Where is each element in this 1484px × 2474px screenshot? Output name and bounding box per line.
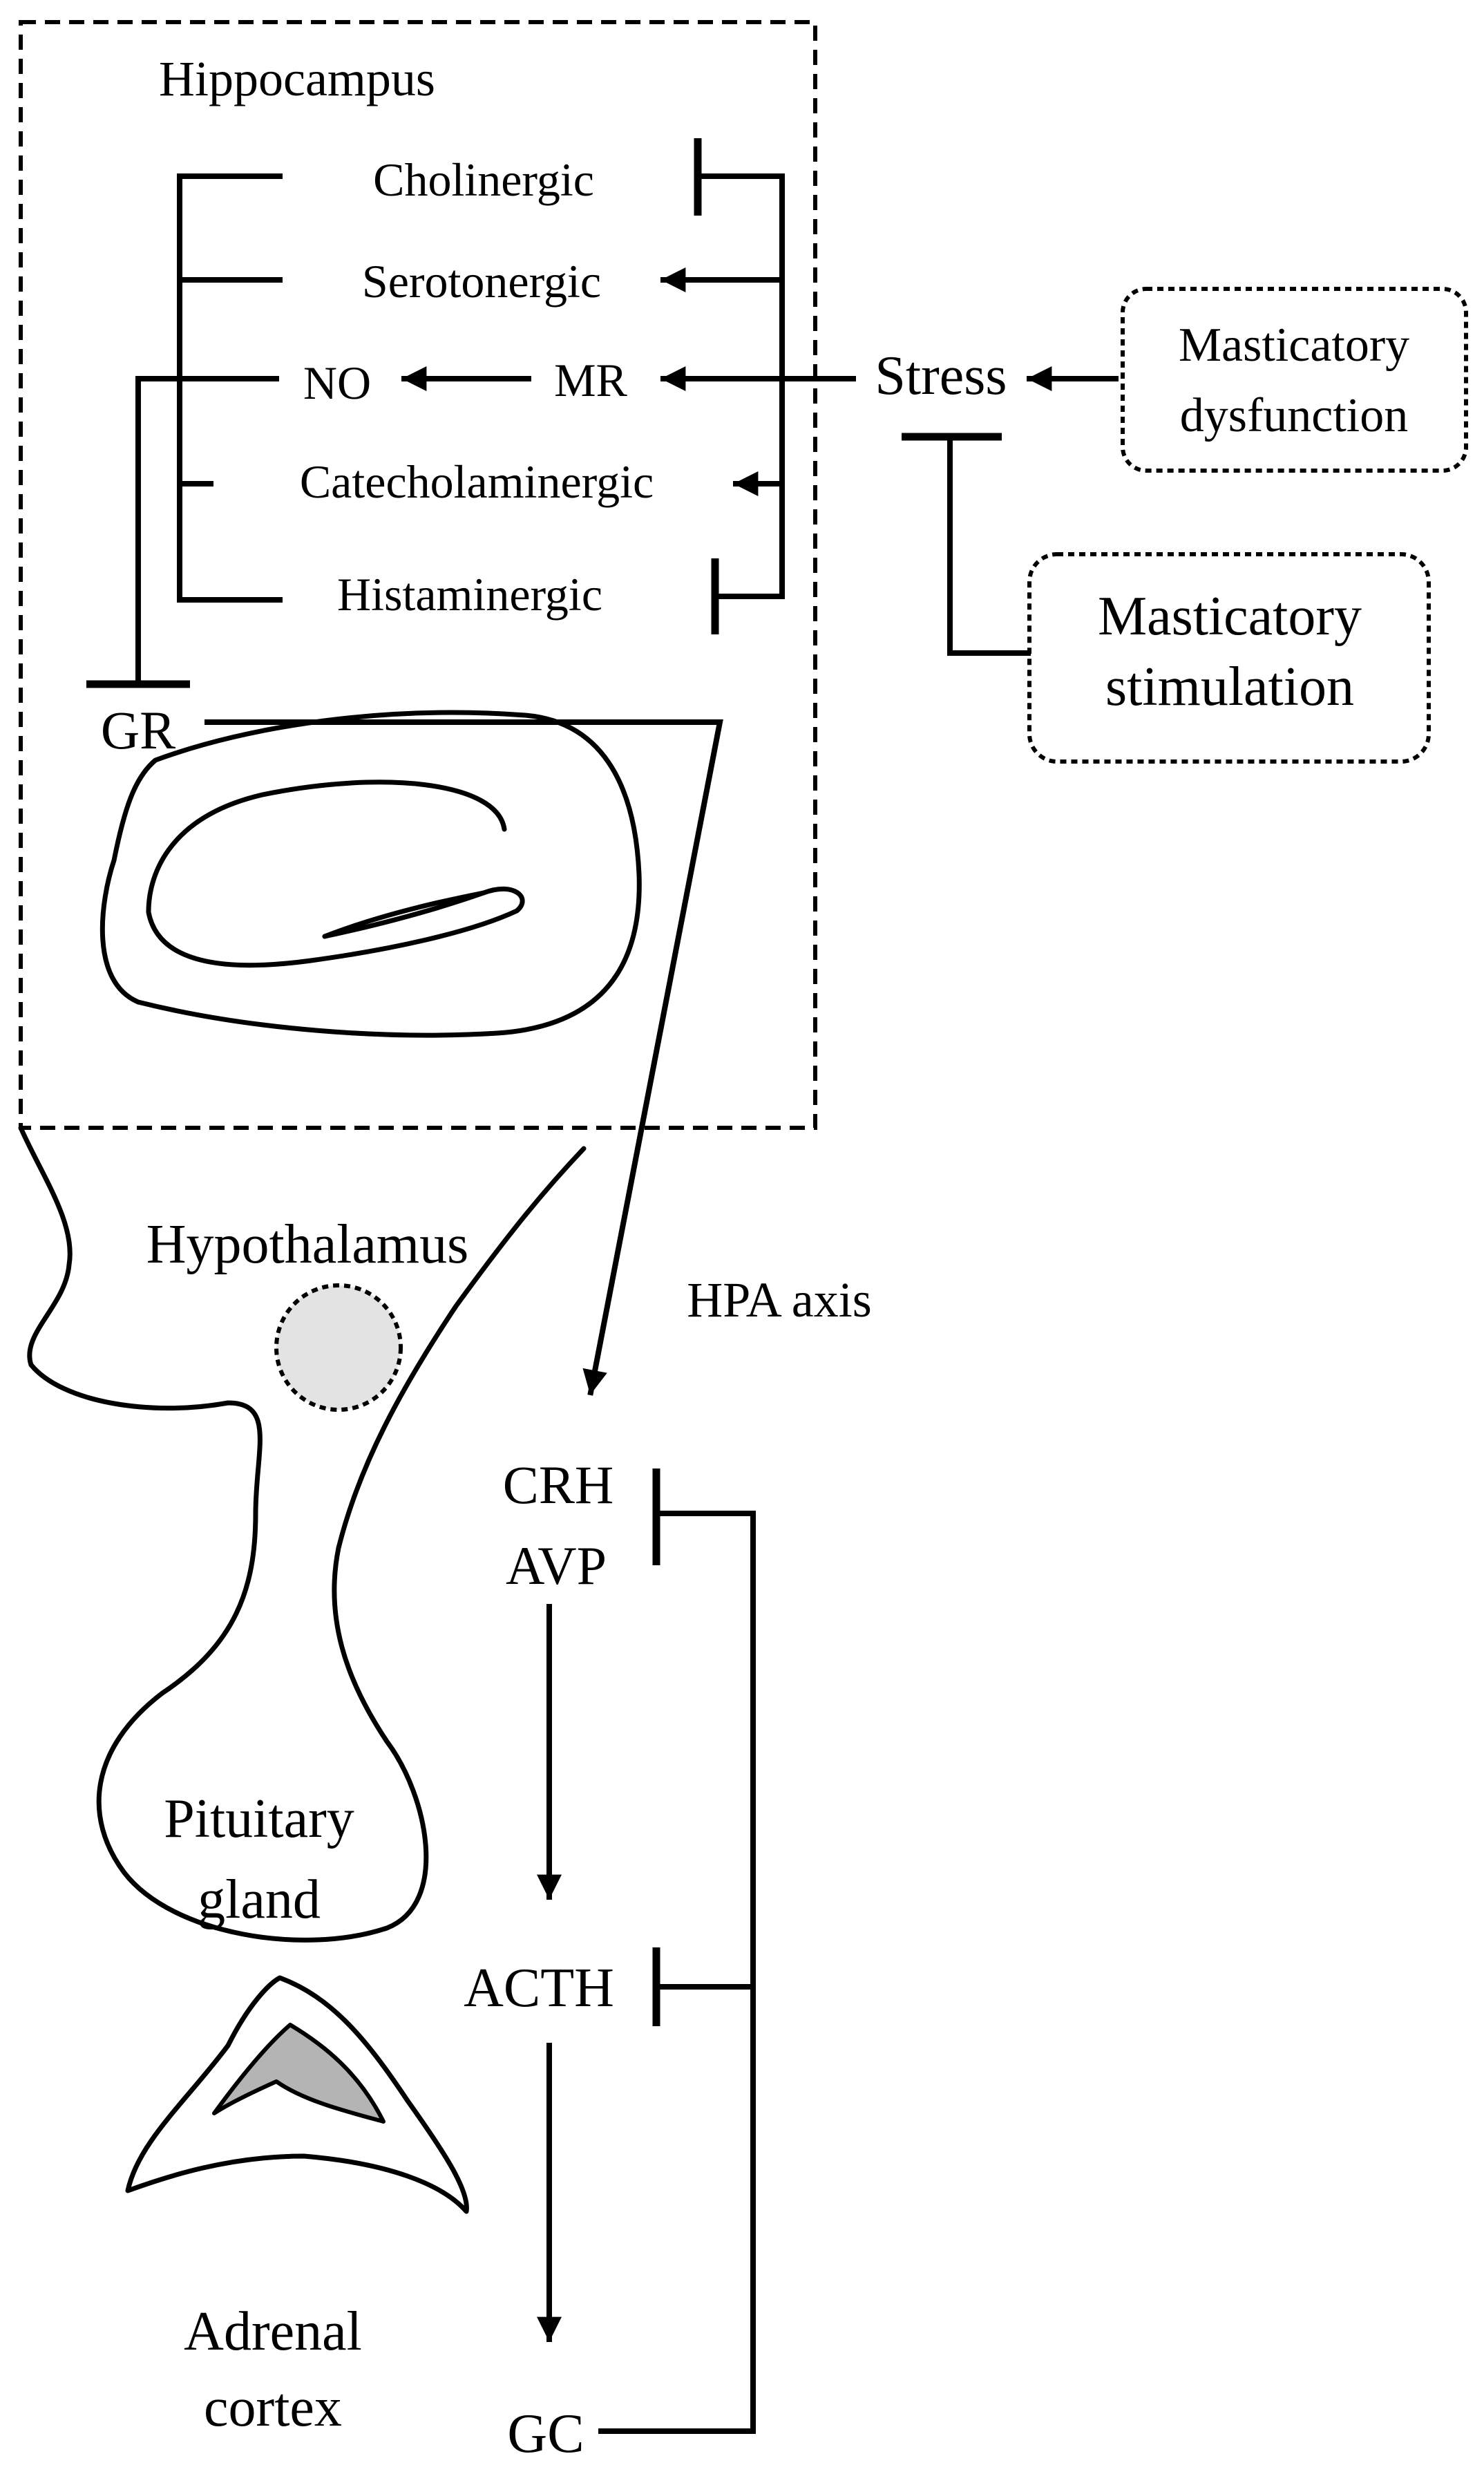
avp-label: AVP [506,1536,607,1596]
gc-label: GC [507,2404,584,2464]
adrenal-medulla [212,2023,386,2124]
cholinergic-label: Cholinergic [373,153,594,206]
hippocampus-region-box [19,20,817,1130]
catecholaminergic-label: Catecholaminergic [300,455,654,508]
masticatory-stimulation-line2: stimulation [1105,657,1354,717]
adrenal-label-line1: Adrenal [184,2301,362,2362]
gr-to-crh-arrow [204,719,723,1396]
masticatory-dysfunction-line2: dysfunction [1180,389,1409,442]
crh-label: CRH [503,1455,613,1515]
pituitary-label-line2: gland [198,1869,321,1930]
serotonergic-label: Serotonergic [362,255,601,308]
mr-label: MR [554,354,627,406]
hippocampus-inner-tail [322,890,486,939]
masticatory-dysfunction-line1: Masticatory [1179,319,1409,372]
adrenal-gland-outline [125,1975,469,2214]
masticatory-dysfunction-box [1121,287,1468,473]
hippocampus-label: Hippocampus [159,51,435,106]
hypothalamic-nucleus [274,1283,403,1412]
hippocampus-inner-fold [146,780,525,968]
stress-label: Stress [875,346,1007,406]
hypothalamus-pituitary-outline [18,1125,587,1943]
gr-label: GR [101,700,175,760]
masticatory-stimulation-box [1027,552,1431,764]
adrenal-label-line2: cortex [204,2377,342,2438]
pituitary-label-line1: Pituitary [164,1788,354,1849]
acth-label: ACTH [464,1958,614,2019]
no-label: NO [303,357,371,409]
histaminergic-label: Histaminergic [337,568,602,621]
hypothalamus-label: Hypothalamus [146,1214,469,1275]
masticatory-stimulation-line1: Masticatory [1098,586,1362,647]
hippocampus-shape [99,710,642,1038]
hpa-axis-label: HPA axis [687,1272,871,1328]
